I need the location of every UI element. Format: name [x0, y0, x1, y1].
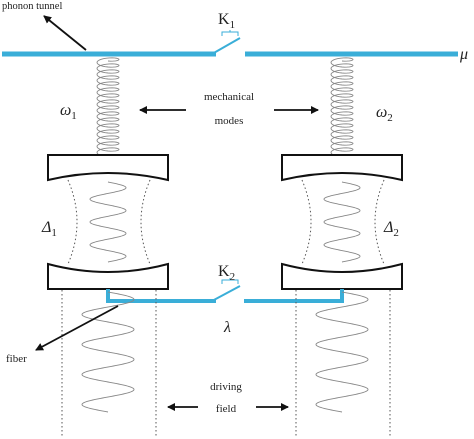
mu-label: μ — [459, 46, 468, 63]
arrow-fiber — [35, 305, 119, 351]
driving-field-line2: field — [216, 403, 237, 415]
k2-sub: 2 — [230, 271, 236, 283]
k2-label: K2 — [218, 263, 235, 283]
delta-2-letter: Δ — [383, 219, 393, 236]
delta-1-letter: Δ — [41, 219, 51, 236]
switch-k2-bracket — [221, 278, 239, 284]
switch-k1-bracket — [221, 30, 239, 36]
k1-label: K1 — [218, 11, 235, 31]
drive-wave-right — [315, 291, 369, 413]
cavity-right-boundary-r — [374, 179, 385, 265]
driving-field-line1: driving — [210, 381, 242, 393]
omega-2-label: ω2 — [376, 104, 393, 124]
k2-letter: K — [218, 263, 230, 280]
spring-left — [96, 57, 120, 158]
spring-right — [330, 57, 354, 158]
mirror-left-bottom — [47, 262, 169, 290]
omega-2-sub: 2 — [387, 112, 393, 124]
omega-1-letter: ω — [60, 102, 71, 119]
mechanical-modes-line1: mechanical — [204, 91, 254, 103]
omega-1-sub: 1 — [71, 110, 77, 122]
delta-1-label: Δ1 — [41, 219, 57, 239]
cavity-left — [47, 154, 169, 290]
lambda-label: λ — [223, 319, 231, 336]
arrow-phonon-tunnel — [43, 15, 87, 51]
cavity-right-boundary-l — [301, 179, 312, 265]
omega-1-label: ω1 — [60, 102, 77, 122]
omega-2-letter: ω — [376, 104, 387, 121]
cavity-right — [281, 154, 403, 290]
delta-2-label: Δ2 — [383, 219, 399, 239]
fiber-right — [244, 289, 344, 303]
delta-1-sub: 1 — [51, 227, 57, 239]
mirror-right-bottom — [281, 262, 403, 290]
k1-letter: K — [218, 11, 230, 28]
drive-wave-left — [81, 291, 135, 413]
fiber-label: fiber — [6, 353, 27, 365]
switch-k1-arm — [211, 37, 241, 55]
delta-2-sub: 2 — [393, 227, 399, 239]
cavity-left-boundary-r — [140, 179, 151, 265]
k1-sub: 1 — [230, 19, 236, 31]
switch-k2-arm — [211, 285, 241, 302]
cavity-left-wave — [89, 181, 127, 263]
fiber — [106, 278, 344, 303]
mirror-right-top — [281, 154, 403, 182]
driving-field — [61, 290, 391, 437]
mechanical-modes-line2: modes — [215, 115, 244, 127]
fiber-left — [106, 289, 216, 303]
cavity-right-wave — [323, 181, 361, 263]
phonon-tunnel-label: phonon tunnel — [2, 1, 62, 12]
phonon-tunnel — [2, 30, 458, 57]
arrows — [35, 15, 319, 411]
cavity-left-boundary-l — [67, 179, 78, 265]
mirror-left-top — [47, 154, 169, 182]
